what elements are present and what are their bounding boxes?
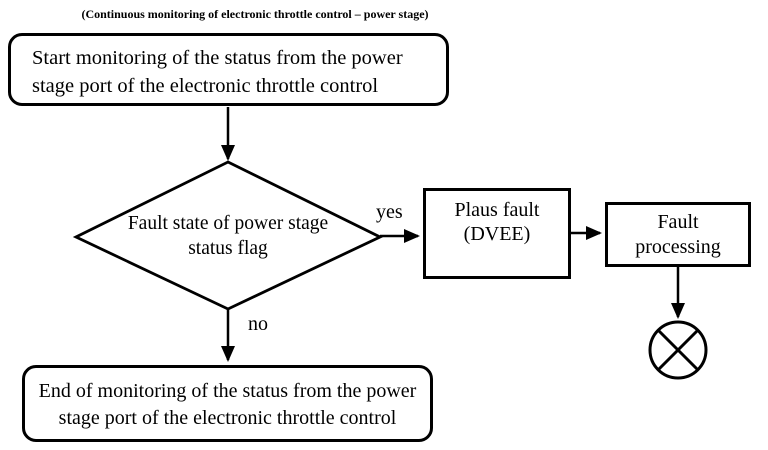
fault-processing-line1: Fault xyxy=(657,211,699,234)
plaus-fault-line2: (DVEE) xyxy=(463,223,531,246)
plaus-fault-node: Plaus fault (DVEE) xyxy=(423,188,571,279)
fault-processing-node: Fault processing xyxy=(605,202,751,267)
diagram-title: (Continuous monitoring of electronic thr… xyxy=(81,7,429,21)
decision-line1: Fault state of power stage xyxy=(127,213,329,234)
start-node-line1: Start monitoring of the status from the … xyxy=(32,47,403,69)
no-edge-label: no xyxy=(248,313,268,335)
circled-x-icon xyxy=(648,320,708,380)
start-node-line2: stage port of the electronic throttle co… xyxy=(32,75,379,98)
yes-edge-label: yes xyxy=(376,201,403,223)
end-node-line2: stage port of the electronic throttle co… xyxy=(58,407,397,429)
decision-node-label: Fault state of power stage status flag xyxy=(68,212,388,262)
decision-line2: status flag xyxy=(188,237,268,259)
start-node: Start monitoring of the status from the … xyxy=(8,33,449,106)
fault-processing-line2: processing xyxy=(635,235,721,258)
end-node: End of monitoring of the status from the… xyxy=(22,365,433,442)
end-node-line1: End of monitoring of the status from the… xyxy=(38,380,417,402)
plaus-fault-line1: Plaus fault xyxy=(454,199,540,221)
